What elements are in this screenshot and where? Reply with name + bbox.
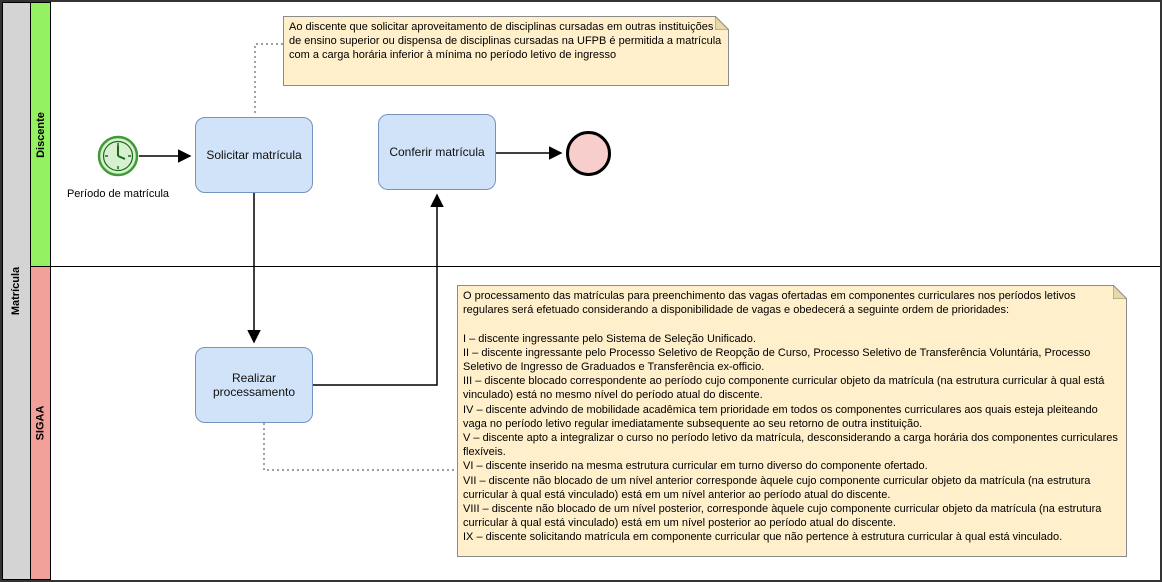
task-solicitar-matricula[interactable]: Solicitar matrícula — [195, 117, 313, 193]
annotation-bottom-text: O processamento das matrículas para pree… — [463, 290, 1118, 544]
task-solicitar-label: Solicitar matrícula — [206, 148, 302, 162]
association-note-top — [254, 43, 283, 115]
annotation-bottom[interactable]: O processamento das matrículas para pree… — [457, 285, 1127, 557]
pool-matricula: Matrícula — [2, 2, 31, 580]
start-event-label: Período de matrícula — [66, 188, 170, 200]
timer-start-event[interactable] — [97, 135, 139, 177]
task-realizar-processamento[interactable]: Realizar processamento — [195, 347, 313, 423]
lane-divider — [50, 266, 1160, 267]
flow-realizar-to-conferir — [313, 193, 444, 386]
task-realizar-label: Realizar processamento — [212, 371, 296, 399]
lane-sigaa: SIGAA — [30, 266, 51, 580]
note-fold-icon — [1113, 285, 1127, 299]
annotation-top[interactable]: Ao discente que solicitar aproveitamento… — [283, 16, 729, 86]
association-note-bottom — [263, 423, 457, 471]
task-conferir-matricula[interactable]: Conferir matrícula — [378, 114, 496, 190]
task-conferir-label: Conferir matrícula — [389, 145, 485, 159]
pool-label: Matrícula — [10, 266, 23, 316]
lane-sigaa-label: SIGAA — [34, 405, 47, 441]
annotation-top-text: Ao discente que solicitar aproveitamento… — [289, 21, 722, 62]
note-fold-icon — [715, 16, 729, 30]
lane-discente: Discente — [30, 2, 51, 267]
lane-discente-label: Discente — [34, 111, 47, 158]
timer-icon — [97, 135, 139, 177]
end-event[interactable] — [566, 131, 611, 176]
